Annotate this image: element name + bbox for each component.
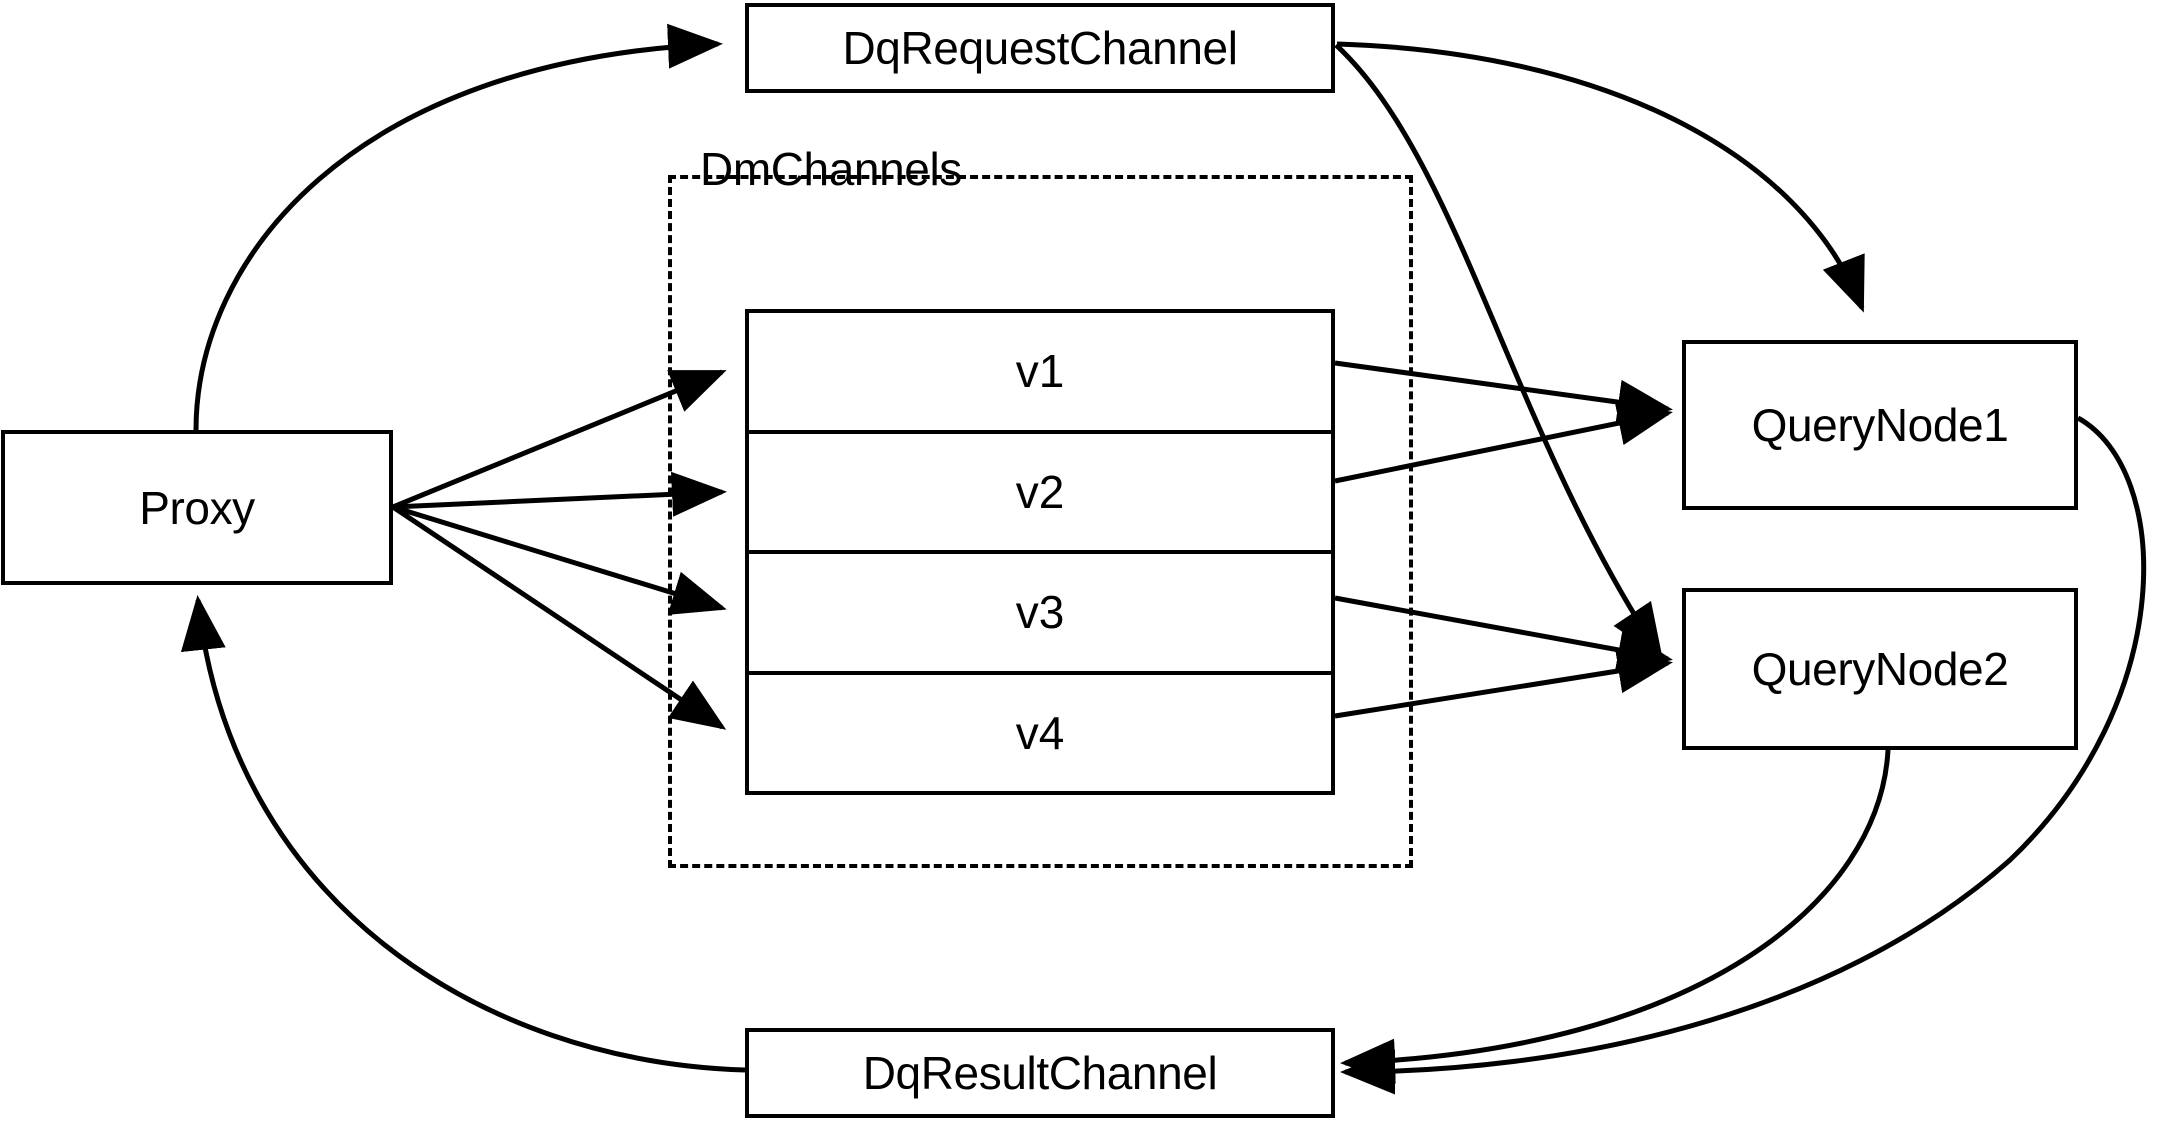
edge-proxy-to-v3 <box>392 504 727 615</box>
node-query-node-1-label: QueryNode1 <box>1751 399 2009 451</box>
edge-v4-to-querynode2 <box>1334 648 1673 719</box>
edge-v1-to-querynode1 <box>1334 360 1673 425</box>
group-dm-channels <box>668 175 1413 868</box>
edge-dqresultchannel-to-proxy <box>180 595 746 1073</box>
dm-channel-row-v2-label: v2 <box>1015 465 1065 518</box>
edge-dqrequestchannel-to-querynode1 <box>1336 41 1865 313</box>
dm-channel-row-v4-label: v4 <box>1015 706 1065 759</box>
dm-channel-row-v4[interactable]: v4 <box>749 674 1331 791</box>
dm-channel-row-v1-label: v1 <box>1015 345 1065 398</box>
node-dq-result-channel-label: DqResultChannel <box>862 1047 1218 1099</box>
edge-proxy-to-v1 <box>392 369 727 510</box>
node-proxy-label: Proxy <box>139 481 255 534</box>
edge-querynode2-to-dqresultchannel <box>1340 749 1891 1084</box>
node-dq-result-channel[interactable]: DqResultChannel <box>745 1028 1335 1118</box>
edge-dqrequestchannel-to-querynode2 <box>1334 43 1663 660</box>
node-dq-request-channel[interactable]: DqRequestChannel <box>745 3 1335 93</box>
dm-channel-row-v2[interactable]: v2 <box>749 433 1331 554</box>
edge-proxy-to-dqrequestchannel <box>193 23 723 431</box>
edge-v3-to-querynode2 <box>1334 595 1673 673</box>
node-proxy[interactable]: Proxy <box>1 430 393 585</box>
edge-proxy-to-v2 <box>392 471 727 517</box>
node-query-node-2-label: QueryNode2 <box>1751 643 2009 695</box>
dm-channel-row-v3-label: v3 <box>1015 586 1065 639</box>
dm-channel-table: v1 v2 v3 v4 <box>745 309 1335 795</box>
node-query-node-1[interactable]: QueryNode1 <box>1682 340 2078 510</box>
edge-proxy-to-v4 <box>391 504 727 730</box>
group-dm-channels-title: DmChannels <box>700 143 962 195</box>
edge-querynode1-to-dqresultchannel <box>1340 415 2147 1095</box>
dm-channel-row-v3[interactable]: v3 <box>749 554 1331 675</box>
node-dq-request-channel-label: DqRequestChannel <box>842 22 1238 74</box>
dm-channel-row-v1[interactable]: v1 <box>749 313 1331 434</box>
node-query-node-2[interactable]: QueryNode2 <box>1682 588 2078 750</box>
edge-v2-to-querynode1 <box>1334 400 1673 484</box>
